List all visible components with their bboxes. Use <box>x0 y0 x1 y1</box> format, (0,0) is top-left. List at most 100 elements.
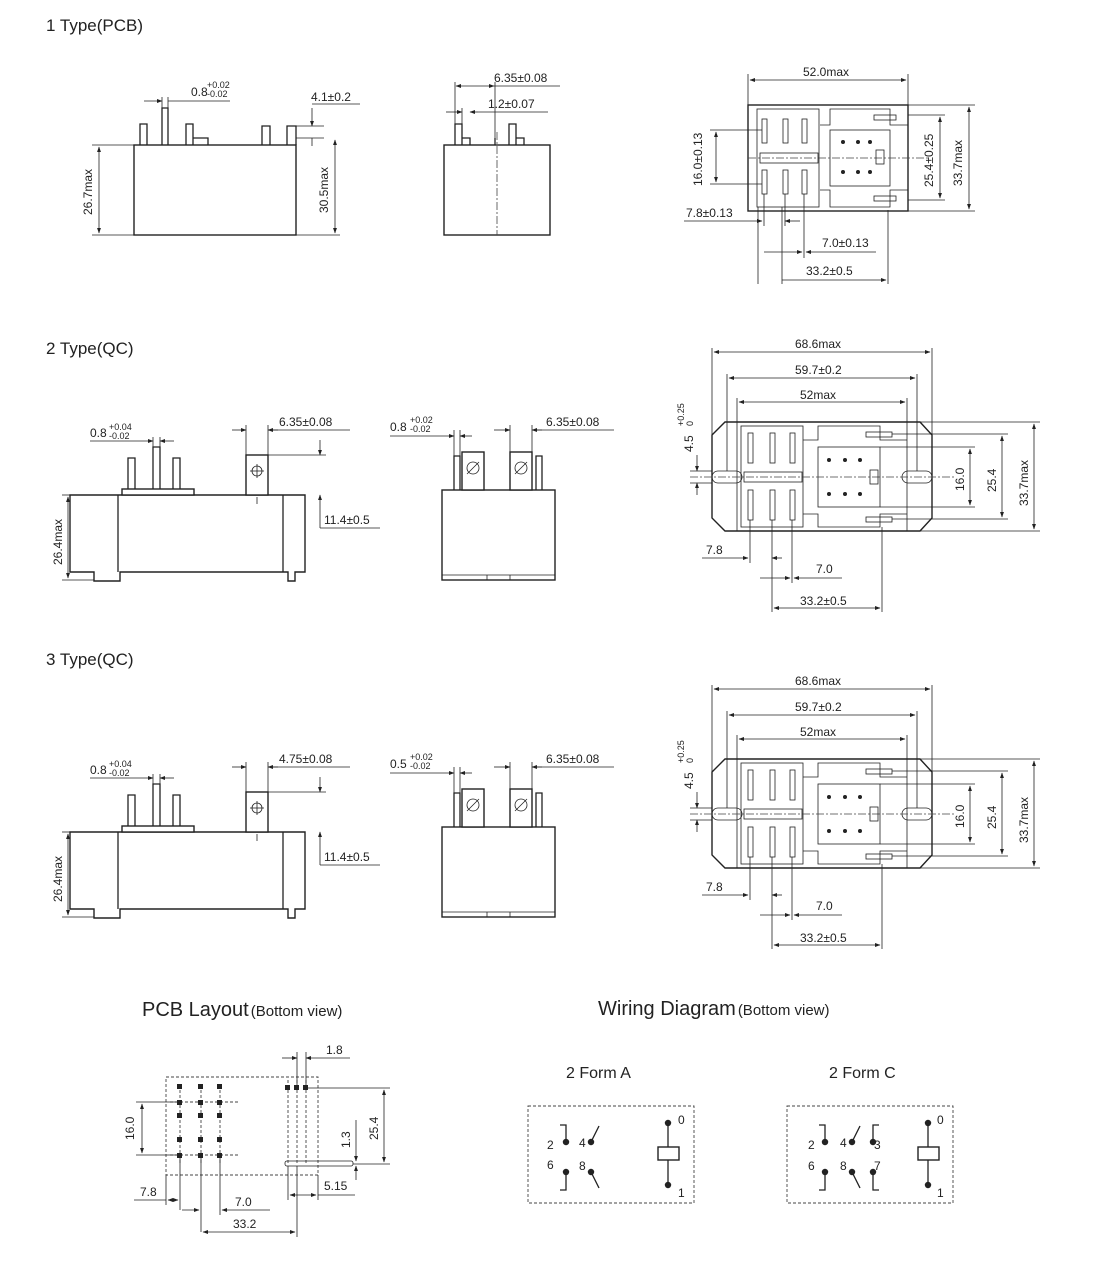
type3-bottom-length-total: 68.6max <box>795 674 841 688</box>
pcb-dim-5-15: 5.15 <box>324 1179 348 1193</box>
form-c-pin-8: 8 <box>840 1159 847 1173</box>
type2-height: 26.4max <box>51 519 65 565</box>
type2-pin-width: 0.8 <box>90 426 107 440</box>
type2-pin-width-tol-top: +0.04 <box>109 422 132 432</box>
type2-bottom-offset: 7.8 <box>706 543 723 557</box>
type2-bottom-mount-pitch: 59.7±0.2 <box>795 363 842 377</box>
type3-bottom-slot: 4.5 <box>682 772 696 789</box>
form-a-diagram: 0 2 4 6 8 1 <box>527 1105 695 1204</box>
pcb-dim-7: 7.0 <box>235 1195 252 1209</box>
form-a-pin-0: 0 <box>678 1113 685 1127</box>
type3-bottom-mount-pitch: 59.7±0.2 <box>795 700 842 714</box>
type2-bottom-pitch-16: 16.0 <box>953 467 967 491</box>
type2-side-tab: 6.35±0.08 <box>546 415 600 429</box>
pcb-layout-drawing: 1.8 16.0 25.4 1.3 7.8 7.0 5.15 33.2 <box>123 1043 390 1237</box>
type3-side-pin: 0.5 <box>390 757 407 771</box>
form-c-pin-1: 1 <box>937 1186 944 1200</box>
pcb-dim-1-8: 1.8 <box>326 1043 343 1057</box>
type2-bottom-length-body: 52max <box>800 388 836 402</box>
type1-bottom-width: 33.7max <box>951 140 965 186</box>
type1-pin-width-tol-top: +0.02 <box>207 80 230 90</box>
form-c-label: 2 Form C <box>829 1065 896 1082</box>
pcb-layout-title: PCB Layout(Bottom view) <box>142 999 342 1021</box>
type3-bottom-offset: 7.8 <box>706 880 723 894</box>
type2-bottom-width: 33.7max <box>1017 460 1031 506</box>
type1-height-total: 30.5max <box>317 167 331 213</box>
type2-bottom-pitch-254: 25.4 <box>985 468 999 492</box>
type2-bottom-view: 68.6max 59.7±0.2 52max 4.5 +0.25 0 16.0 … <box>676 337 1040 612</box>
type3-bottom-slot-tol-bottom: 0 <box>685 758 695 763</box>
type2-front-view: 0.8 +0.04 -0.02 6.35±0.08 11.4±0.5 26.4m… <box>51 415 380 582</box>
type2-bottom-length-total: 68.6max <box>795 337 841 351</box>
type3-side-tab: 6.35±0.08 <box>546 752 600 766</box>
type3-side-pin-tol-bottom: -0.02 <box>410 761 431 771</box>
pcb-dim-7-8: 7.8 <box>140 1185 157 1199</box>
type1-bottom-offset: 7.8±0.13 <box>686 206 733 220</box>
form-a-pin-1: 1 <box>678 1186 685 1200</box>
type3-bottom-pitch-254: 25.4 <box>985 805 999 829</box>
section-title-type1: 1 Type(PCB) <box>46 16 143 35</box>
type1-pin-width: 0.8 <box>191 85 208 99</box>
type1-bottom-pitch-16: 16.0±0.13 <box>691 132 705 186</box>
wiring-diagram-title: Wiring Diagram(Bottom view) <box>598 998 830 1020</box>
pcb-dim-33-2: 33.2 <box>233 1217 257 1231</box>
form-c-pin-7: 7 <box>874 1159 881 1173</box>
form-a-pin-2: 2 <box>547 1138 554 1152</box>
pcb-dim-1-3: 1.3 <box>339 1131 353 1148</box>
form-a-label: 2 Form A <box>566 1065 631 1082</box>
form-a-pin-8: 8 <box>579 1159 586 1173</box>
type3-side-view: 0.5 +0.02 -0.02 6.35±0.08 <box>390 752 614 918</box>
pcb-dim-25-4: 25.4 <box>367 1116 381 1140</box>
type3-bottom-width: 33.7max <box>1017 797 1031 843</box>
pcb-dim-16: 16.0 <box>123 1116 137 1140</box>
section-title-type2: 2 Type(QC) <box>46 339 134 358</box>
type2-tab-width: 6.35±0.08 <box>279 415 333 429</box>
type3-bottom-span: 33.2±0.5 <box>800 931 847 945</box>
section-title-type3: 3 Type(QC) <box>46 650 134 669</box>
type1-pin-height: 4.1±0.2 <box>311 90 351 104</box>
type3-pin-width-tol-top: +0.04 <box>109 759 132 769</box>
type2-pin-width-tol-bottom: -0.02 <box>109 431 130 441</box>
form-a-pin-4: 4 <box>579 1136 586 1150</box>
type1-bottom-span: 33.2±0.5 <box>806 264 853 278</box>
type2-bottom-pitch-7: 7.0 <box>816 562 833 576</box>
type2-bottom-slot: 4.5 <box>682 435 696 452</box>
form-c-pin-0: 0 <box>937 1113 944 1127</box>
type1-side-width: 6.35±0.08 <box>494 71 548 85</box>
type3-front-view: 0.8 +0.04 -0.02 4.75±0.08 11.4±0.5 26.4m… <box>51 752 380 919</box>
type3-bottom-pitch-16: 16.0 <box>953 804 967 828</box>
type1-bottom-pitch-254: 25.4±0.25 <box>922 133 936 187</box>
type1-bottom-pitch-7: 7.0±0.13 <box>822 236 869 250</box>
type3-bottom-length-body: 52max <box>800 725 836 739</box>
type3-pin-width-tol-bottom: -0.02 <box>109 768 130 778</box>
form-a-pin-6: 6 <box>547 1158 554 1172</box>
type3-tab-width: 4.75±0.08 <box>279 752 333 766</box>
type3-bottom-view: 68.6max 59.7±0.2 52max 4.5 +0.25 0 16.0 … <box>676 674 1040 949</box>
type3-pin-width: 0.8 <box>90 763 107 777</box>
type2-side-pin-tol-bottom: -0.02 <box>410 424 431 434</box>
form-c-pin-3: 3 <box>874 1138 881 1152</box>
form-c-pin-6: 6 <box>808 1159 815 1173</box>
type2-tab-height: 11.4±0.5 <box>324 513 370 527</box>
type1-pin-width-tol-bottom: -0.02 <box>207 89 228 99</box>
type3-bottom-slot-tol-top: +0.25 <box>676 740 686 763</box>
type3-height: 26.4max <box>51 856 65 902</box>
type2-bottom-span: 33.2±0.5 <box>800 594 847 608</box>
type3-side-pin-tol-top: +0.02 <box>410 752 433 762</box>
type1-front-view: 0.8 +0.02 -0.02 4.1±0.2 26.7max 30.5max <box>81 80 360 236</box>
form-c-diagram: 0 2 4 3 6 8 7 1 <box>786 1105 954 1204</box>
type2-side-pin-tol-top: +0.02 <box>410 415 433 425</box>
type3-tab-height: 11.4±0.5 <box>324 850 370 864</box>
type3-bottom-pitch-7: 7.0 <box>816 899 833 913</box>
type1-bottom-view: 52.0max 16.0±0.13 25.4±0.25 33.7max 7.8±… <box>684 65 975 284</box>
type1-height-body: 26.7max <box>81 169 95 215</box>
type2-side-view: 0.8 +0.02 -0.02 6.35±0.08 <box>390 415 614 581</box>
type1-bottom-length: 52.0max <box>803 65 849 79</box>
type1-side-pin: 1.2±0.07 <box>488 97 535 111</box>
type2-bottom-slot-tol-bottom: 0 <box>685 421 695 426</box>
type1-side-view: 6.35±0.08 1.2±0.07 <box>443 71 560 236</box>
type2-side-pin: 0.8 <box>390 420 407 434</box>
type2-bottom-slot-tol-top: +0.25 <box>676 403 686 426</box>
form-c-pin-2: 2 <box>808 1138 815 1152</box>
